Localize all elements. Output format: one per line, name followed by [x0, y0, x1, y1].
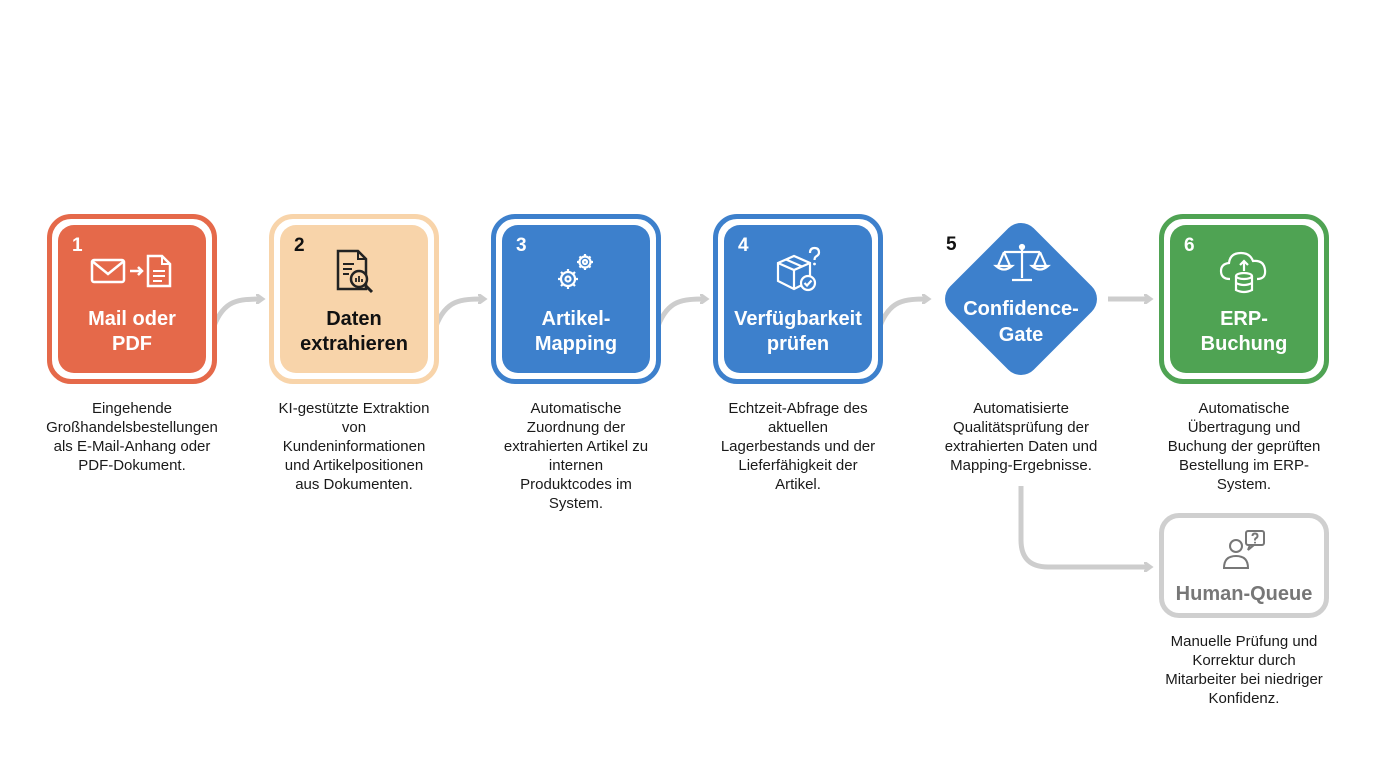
- step-4-number: 4: [738, 235, 749, 256]
- step-2-description: KI-gestützte Extraktion von Kundeninform…: [278, 400, 430, 493]
- step-5-title: Confidence- Gate: [963, 298, 1079, 346]
- step-4-box: 4 Verfügbarkeit prüfen: [713, 214, 883, 384]
- document-search-icon: [280, 245, 428, 299]
- step-5-number: 5: [946, 234, 957, 255]
- step-4-title: Verfügbarkeit prüfen: [734, 308, 862, 355]
- step-6-title: ERP- Buchung: [1200, 308, 1288, 355]
- step-1-description: Eingehende Großhandelsbestellungen als E…: [46, 400, 218, 474]
- step-1-number: 1: [72, 235, 83, 256]
- scale-icon: [992, 240, 1052, 291]
- step-5-description: Automatisierte Qualitätsprüfung der extr…: [944, 400, 1098, 474]
- arrow-3-4: [655, 299, 706, 327]
- gears-icon: [502, 245, 650, 299]
- person-question-icon: [1164, 528, 1324, 582]
- arrow-1-2: [211, 299, 262, 327]
- step-4-description: Echtzeit-Abfrage des aktuellen Lagerbest…: [720, 400, 876, 493]
- step-2-number: 2: [294, 235, 305, 256]
- arrow-2-3: [433, 299, 484, 327]
- human-queue-description: Manuelle Prüfung und Korrektur durch Mit…: [1165, 633, 1323, 707]
- human-queue-box: Human-Queue: [1159, 513, 1329, 618]
- arrow-5-human-queue: [1018, 486, 1150, 567]
- box-check-icon: [724, 245, 872, 299]
- step-3-number: 3: [516, 235, 527, 256]
- arrow-4-5: [877, 299, 928, 327]
- step-3-description: Automatische Zuordnung der extrahierten …: [503, 400, 649, 512]
- step-6-number: 6: [1184, 235, 1195, 256]
- step-2-box: 2 Daten extrahieren: [269, 214, 439, 384]
- step-6-description: Automatische Übertragung und Buchung der…: [1167, 400, 1321, 493]
- step-6-box: 6 ERP- Buchung: [1159, 214, 1329, 384]
- step-5-diamond: [945, 223, 1097, 375]
- step-2-title: Daten extrahieren: [300, 308, 408, 355]
- step-3-title: Artikel- Mapping: [534, 308, 618, 355]
- step-1-box: 1 Mail oder PDF: [47, 214, 217, 384]
- human-queue-title: Human-Queue: [1175, 583, 1313, 605]
- cloud-database-icon: [1170, 245, 1318, 299]
- mail-to-document-icon: [58, 245, 206, 299]
- step-3-box: 3 Artikel- Mapping: [491, 214, 661, 384]
- step-1-title: Mail oder PDF: [88, 308, 176, 355]
